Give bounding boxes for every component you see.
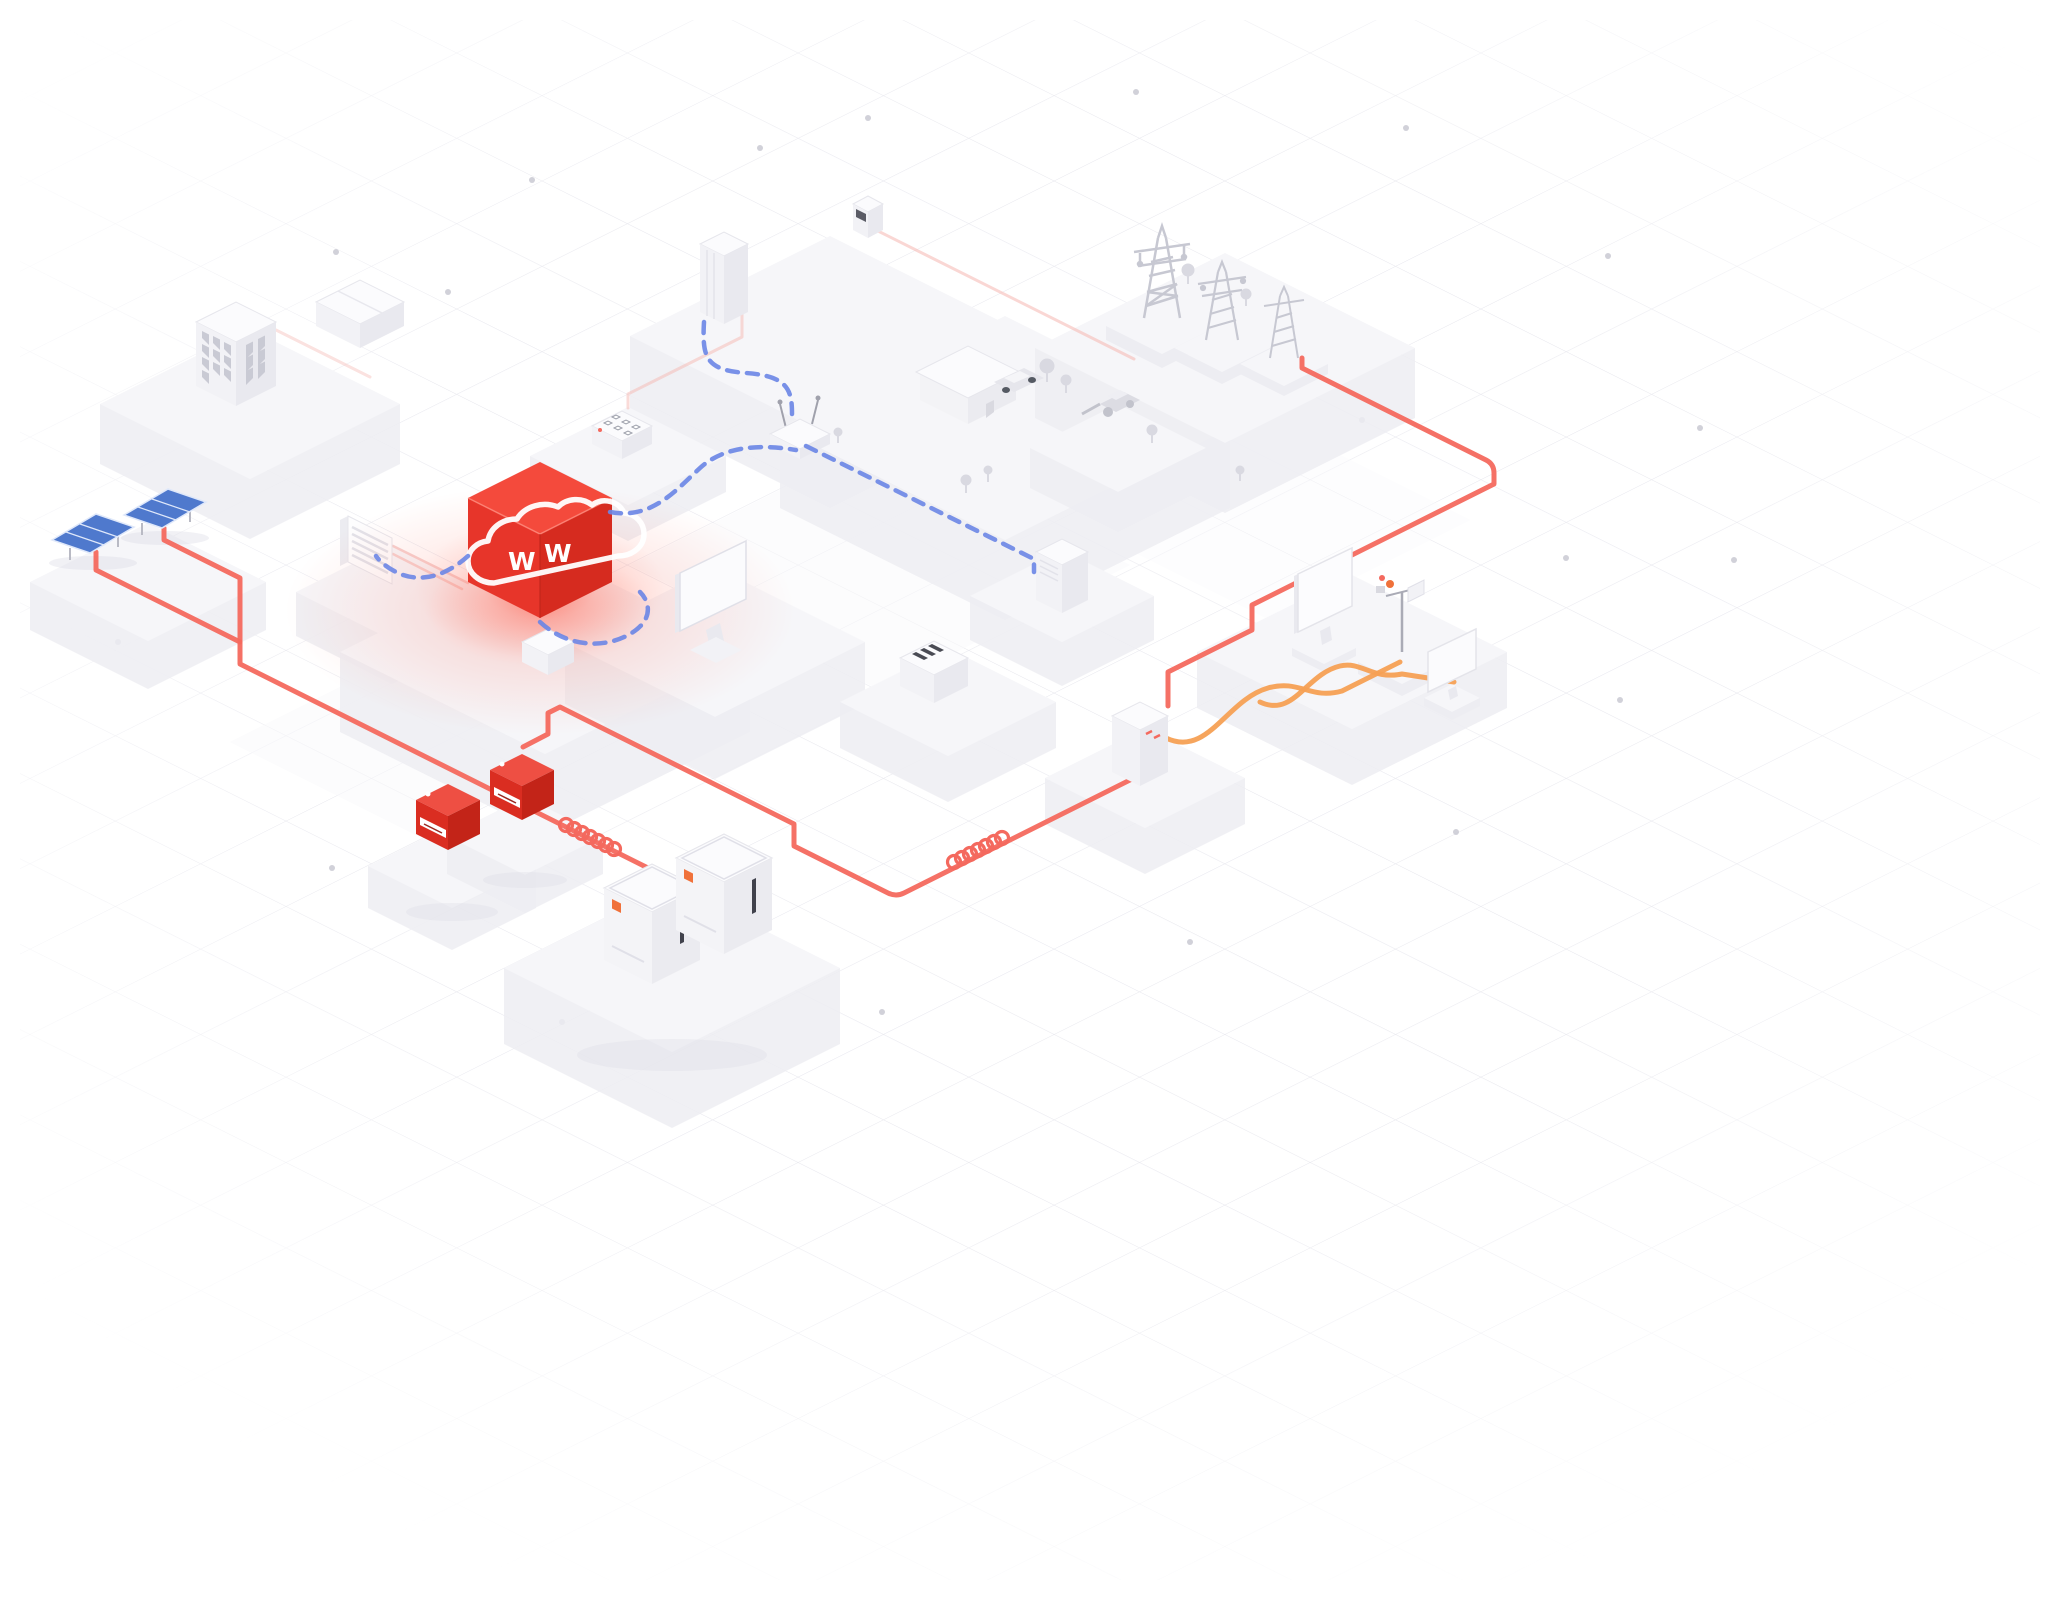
router-antenna-2 [811,399,819,425]
iso-grid [20,20,2040,1580]
battery-top-inset [680,836,768,880]
office-windows [202,331,265,385]
microgrid-line-2 [1257,662,1457,708]
power-lines [93,226,1497,898]
monitor-screen [679,539,747,633]
platform-cabinet-side [970,596,1154,686]
inductor-coil-1 [557,816,623,858]
vent-unit [898,640,970,703]
battery-orange-badge [612,899,621,913]
house-with-ev [914,345,1044,424]
platform-office-side [100,404,400,539]
meter-panel-led [598,428,602,432]
weather-sensor-panel [1407,579,1425,603]
grid-battery-logo [1145,729,1161,740]
grid-pattern [20,20,2040,1580]
hub-logo-cloud: W W [465,496,647,586]
faint-line-meterpanel-cabinet [626,312,744,410]
solar-panel-left [50,513,136,560]
wifi-router [768,395,832,459]
cloud-data-link-1 [701,319,795,417]
platform-inverter2-side [447,836,603,913]
weather-red-dot [1379,575,1385,581]
inverter-logo-dot [499,761,505,767]
inverter-logo-dot [425,791,431,797]
platform-tower3-side [1240,364,1328,396]
weather-sensor-box [1376,586,1385,593]
battery-orange-badge [684,869,693,883]
weather-orange-dot [1386,580,1394,588]
warehouse [314,279,406,348]
battery-storage-2 [674,833,774,954]
solar-panel-surface [50,513,136,554]
hub-cube-left [468,498,540,618]
meter-panel-keys [602,414,642,436]
hub-cube-right [540,498,612,618]
monitor-base [690,637,742,663]
platform-vent-side [840,702,1056,802]
inverter-right [448,800,480,850]
office-building [194,301,278,406]
smart-meter [851,195,885,238]
desktop-monitor [675,539,747,663]
shadows [49,531,767,1071]
cloud-data-link-2 [803,443,1037,575]
devices: W W [50,195,1477,984]
vent-slats [912,644,944,660]
cloud-data-link-5 [537,589,650,646]
cloud-data-links [373,319,1037,646]
platform-gridbattery-side [1045,778,1245,874]
rooftop-meter-panel [590,410,654,459]
platform-displays-side [1197,652,1507,785]
cloud-hub: W W [465,462,647,618]
battery-cabinet [1034,538,1090,613]
faint-line-meter-towers [870,226,1136,361]
transmission-tower-3 [1263,284,1305,359]
trees [833,263,1252,493]
hub-logo-glyph-2: W [544,539,572,568]
grid-battery [1110,701,1170,786]
transmission-tower-2 [1197,259,1247,341]
string-inverter-1 [416,784,480,850]
display-panel [1294,546,1353,645]
platform-solar-side [30,582,266,689]
platform-batteries-side [504,968,840,1128]
string-inverter-2 [490,754,554,820]
inverter-label-text-line [423,823,443,834]
inductor-coil-2 [945,829,1011,871]
microgrid-line-1 [1163,659,1403,745]
transmission-tower-1 [1133,222,1191,319]
electric-car [994,368,1044,393]
weather-station [1376,575,1425,652]
cloud-data-link-4 [373,553,471,580]
platform-farm-side [1030,448,1206,532]
power-line-left-branch [161,525,243,645]
solar-panel-right [122,488,208,535]
solar-panel-surface [122,488,208,529]
display-panel-2 [1427,627,1477,700]
house-door [986,400,994,418]
platform-display2-side [1424,698,1480,720]
display-screen [1297,546,1353,634]
inverter-label-stripe [494,787,520,808]
inverter-right [522,770,554,820]
hub-logo-glyph-1: W [508,547,536,576]
farm-harvester [1081,390,1140,417]
meter-screen [856,209,866,222]
inverter-label-text-line [497,793,517,804]
cloud-data-link-3 [607,444,799,516]
grid-loop-line [1165,355,1497,709]
faint-line-office [274,328,372,379]
router-antenna-1 [779,403,787,429]
battery-slot [752,878,756,914]
inverter-label-stripe [420,817,446,838]
platform-display1-side [1292,648,1356,672]
server-cabinet [698,231,750,324]
display-screen [1427,627,1477,694]
